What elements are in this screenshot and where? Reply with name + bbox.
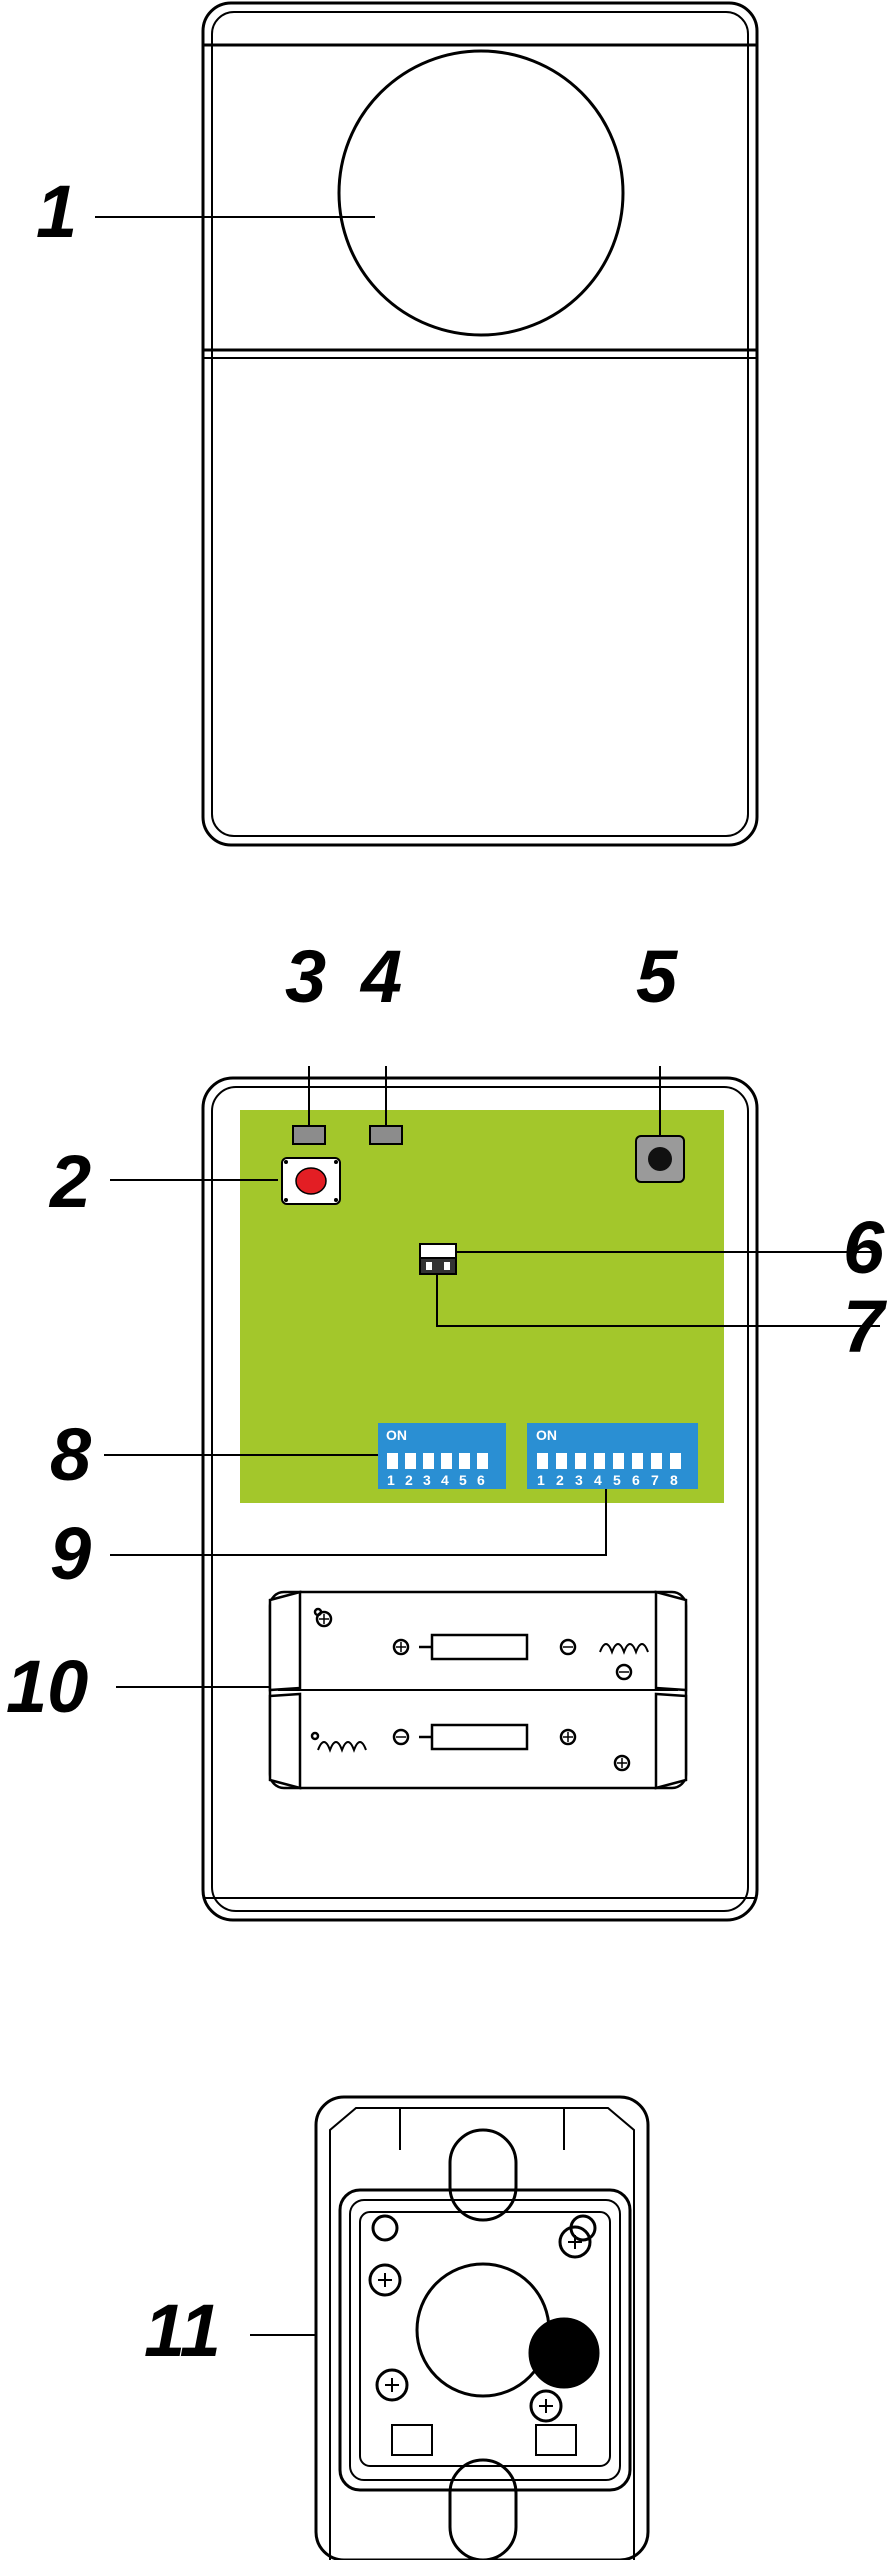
callout-10: 10 — [6, 1645, 89, 1728]
dip9-pos-8: 8 — [670, 1472, 678, 1488]
leader-line-7 — [436, 1274, 880, 1327]
callout-2: 2 — [50, 1140, 92, 1223]
dip9-pos-3: 3 — [575, 1472, 583, 1488]
callout-9: 9 — [50, 1512, 92, 1595]
callout-5: 5 — [636, 935, 678, 1018]
dip8-pos-2: 2 — [405, 1472, 413, 1488]
tamper-button — [281, 1157, 341, 1205]
dip9-pos-1: 1 — [537, 1472, 545, 1488]
dip9-pos-2: 2 — [556, 1472, 564, 1488]
callout-1: 1 — [36, 170, 78, 253]
dip8-pos-3: 3 — [423, 1472, 431, 1488]
callout-8: 8 — [50, 1413, 92, 1496]
pir-lens-icon — [337, 49, 625, 337]
led-indicator-3 — [292, 1125, 326, 1145]
dip8-on-label: ON — [386, 1427, 407, 1443]
callout-6: 6 — [843, 1206, 885, 1289]
leader-line-9 — [110, 1489, 607, 1556]
callout-7: 7 — [843, 1285, 885, 1368]
dip9-pos-5: 5 — [613, 1472, 621, 1488]
dip8-pos-1: 1 — [387, 1472, 395, 1488]
dip-switch-9 — [527, 1423, 698, 1489]
dip8-pos-4: 4 — [441, 1472, 449, 1488]
led-indicator-4 — [369, 1125, 403, 1145]
callout-11: 11 — [144, 2289, 221, 2372]
detector-open-view — [201, 1076, 759, 1922]
dip8-pos-6: 6 — [477, 1472, 485, 1488]
mounting-bracket-icon — [314, 2095, 650, 2562]
callout-3: 3 — [285, 935, 327, 1018]
dip9-pos-4: 4 — [594, 1472, 602, 1488]
dip9-pos-7: 7 — [651, 1472, 659, 1488]
dip9-on-label: ON — [536, 1427, 557, 1443]
detector-front-view — [95, 1, 759, 847]
callout-4: 4 — [361, 935, 403, 1018]
sensor-component-5 — [635, 1135, 685, 1183]
dip8-pos-5: 5 — [459, 1472, 467, 1488]
dip9-pos-6: 6 — [632, 1472, 640, 1488]
battery-holder-icon — [268, 1590, 688, 1790]
jumper-connector — [419, 1243, 457, 1275]
